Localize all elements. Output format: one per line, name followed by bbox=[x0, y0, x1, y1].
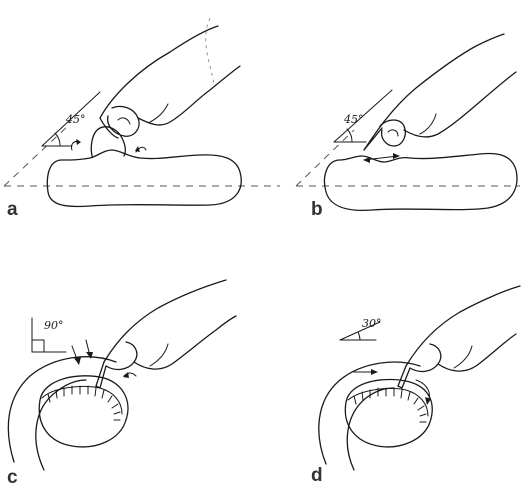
panel-a-angle-label: 45° bbox=[66, 114, 86, 125]
panel-a-letter: a bbox=[7, 200, 18, 219]
panel-d-drawing bbox=[319, 286, 520, 470]
panel-b-instrument bbox=[364, 128, 382, 150]
panel-a-angle-arc bbox=[55, 133, 60, 146]
panel-c-finger-crease bbox=[150, 344, 168, 366]
panel-b-letter: b bbox=[311, 200, 323, 219]
panel-a-thumbnail bbox=[118, 118, 130, 124]
panel-c-finger bbox=[106, 342, 137, 369]
panel-b-tissue bbox=[325, 154, 517, 211]
panel-a-finger-crease bbox=[150, 104, 168, 122]
panel-d-hand-lower bbox=[438, 334, 516, 371]
panel-b-hand-upper bbox=[364, 34, 504, 150]
panel-b-thumbnail bbox=[388, 130, 398, 136]
panel-d-finger-crease bbox=[454, 346, 472, 368]
panel-a-tissue bbox=[47, 150, 241, 206]
panel-c-instrument bbox=[96, 362, 104, 386]
panel-d-letter: d bbox=[311, 466, 323, 485]
panel-d-instrument bbox=[398, 366, 406, 386]
panel-b-angle-label: 45° bbox=[344, 114, 364, 125]
panel-b-hand-lower bbox=[404, 72, 516, 137]
panel-c-angle-label: 90° bbox=[44, 320, 64, 331]
panel-c-inner-tissue bbox=[36, 380, 86, 470]
panel-d-finger bbox=[410, 344, 441, 371]
panel-d-hand-upper bbox=[406, 286, 520, 366]
panel-d-angle-arc bbox=[358, 332, 360, 340]
panel-c-drawing bbox=[8, 280, 236, 470]
panel-c-right-angle-box bbox=[32, 340, 44, 352]
panel-d-papilla bbox=[345, 379, 432, 446]
panel-a-thumb bbox=[108, 106, 139, 136]
panel-c-letter: c bbox=[7, 468, 18, 487]
panel-d-outer-tissue bbox=[319, 362, 420, 464]
panel-a-hand-lower bbox=[138, 66, 240, 125]
panel-d-angle-label: 30° bbox=[362, 318, 382, 329]
panel-d-incision-line bbox=[348, 388, 428, 416]
panel-a-instrument bbox=[100, 118, 118, 138]
panel-a-hand-upper bbox=[100, 26, 218, 118]
panel-c-hatch-marks bbox=[48, 386, 120, 420]
panel-c-hand-lower bbox=[134, 316, 236, 369]
panel-a-drawing bbox=[4, 18, 280, 206]
panel-a-guide-line-diagonal bbox=[4, 124, 70, 186]
panel-c-incision-line bbox=[42, 386, 122, 414]
panel-c-hand-upper bbox=[104, 280, 226, 362]
panel-b-angle-arc bbox=[347, 129, 352, 142]
panel-d-hatch-marks bbox=[354, 388, 426, 422]
panel-d-inner-tissue bbox=[347, 388, 394, 470]
panel-b-thumb bbox=[380, 120, 405, 146]
panel-b-drawing bbox=[296, 34, 520, 210]
panel-b-finger-crease bbox=[420, 114, 436, 134]
